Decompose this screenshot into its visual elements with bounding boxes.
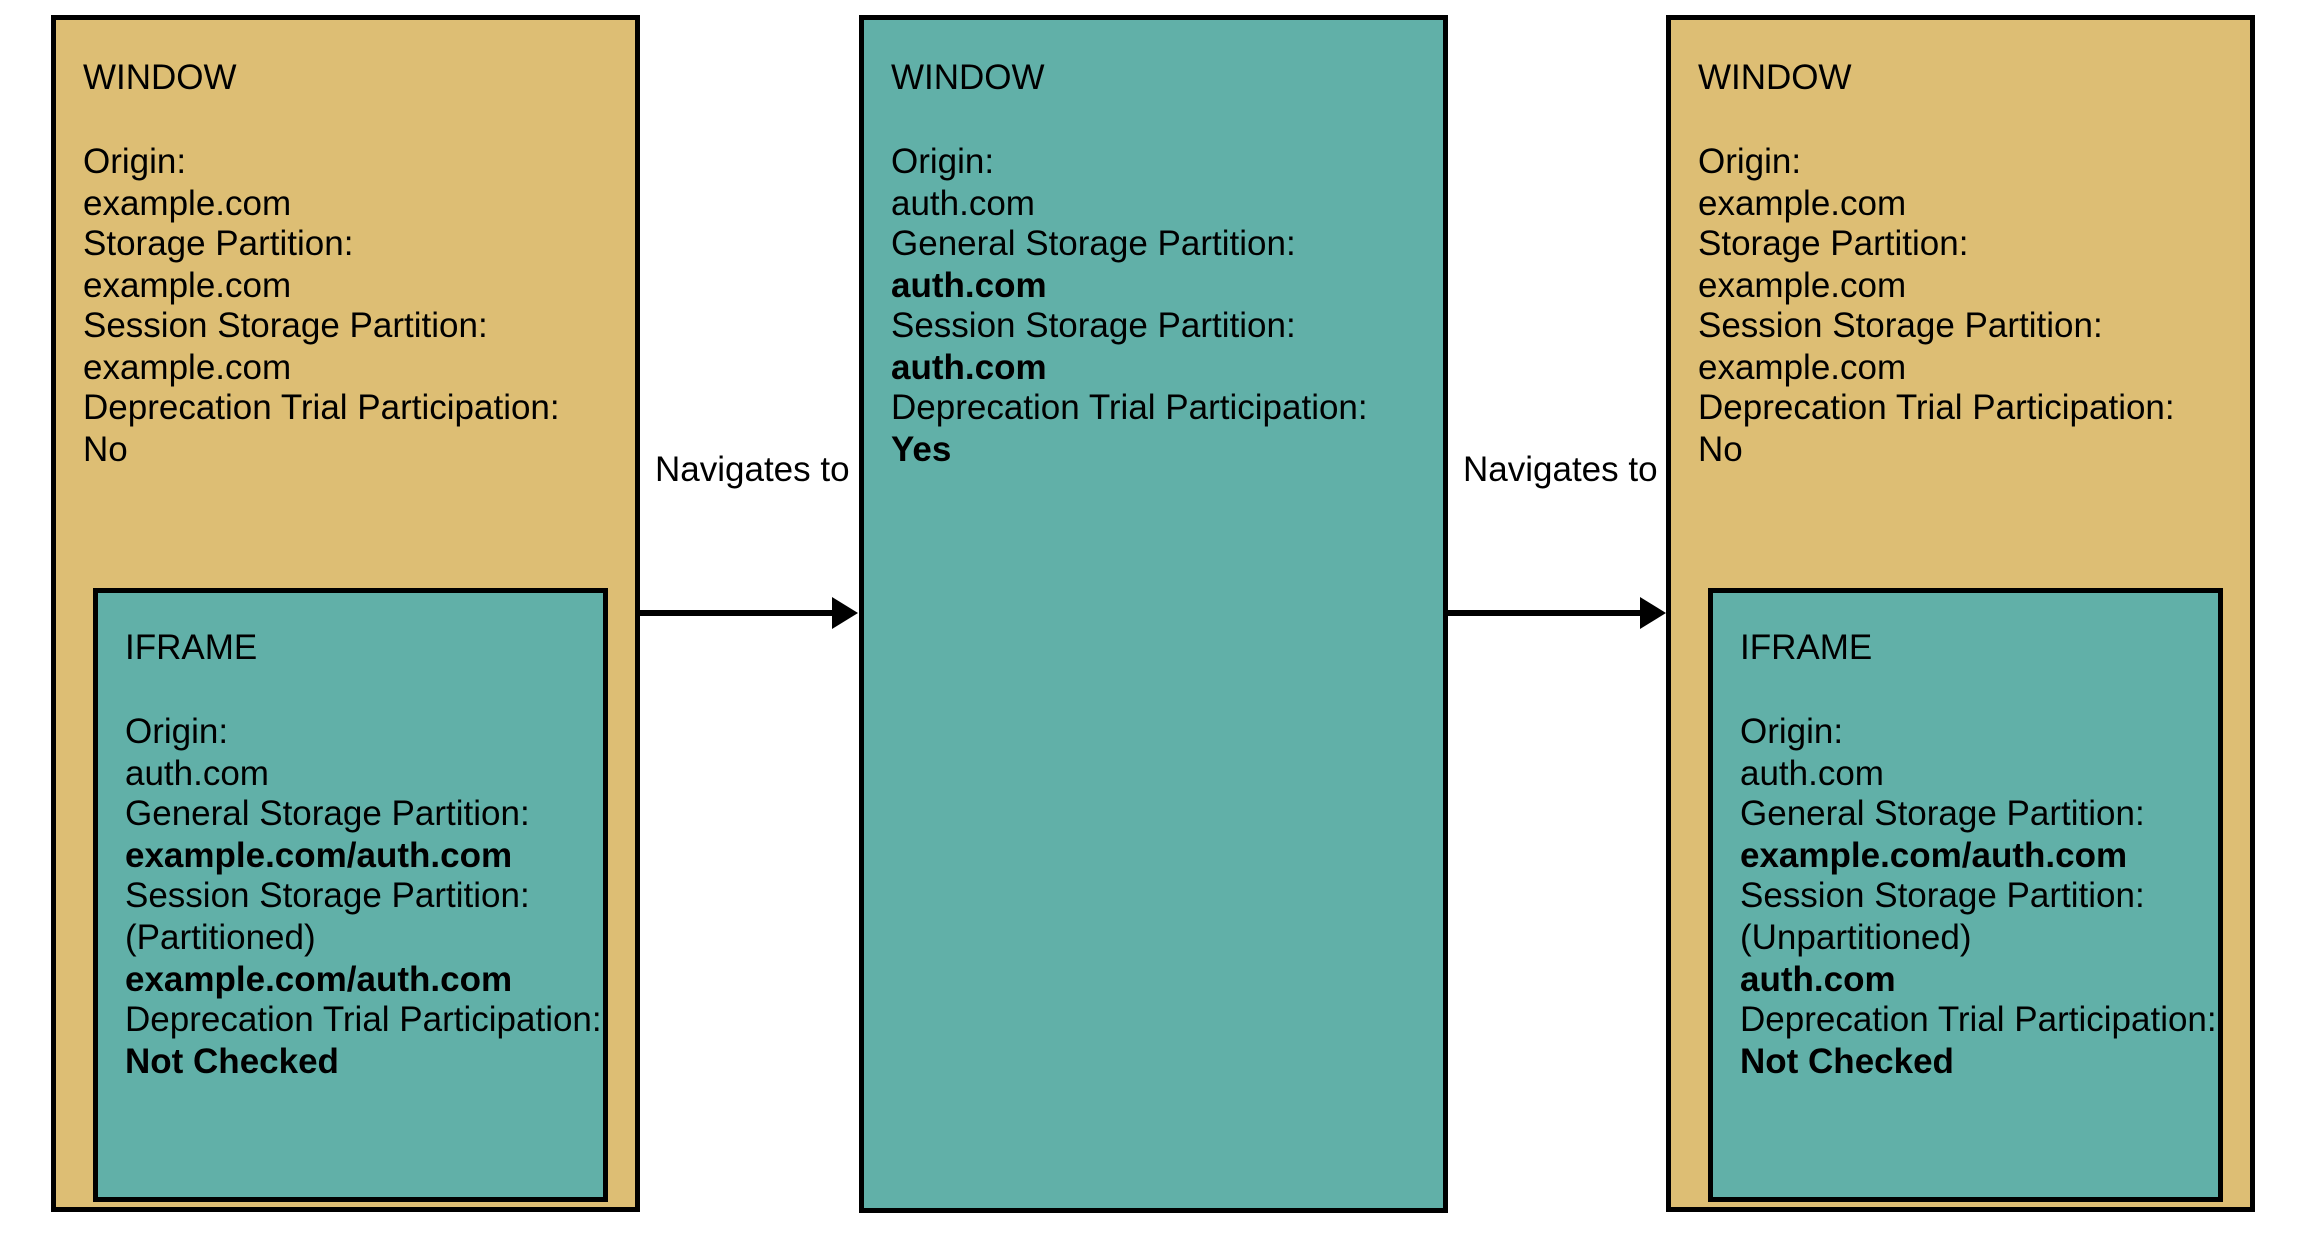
- panel-1-field-deprecation-trial: Deprecation Trial Participation: No: [83, 387, 560, 471]
- panel-1-window-heading: WINDOW: [83, 58, 237, 97]
- arrow-1-head-icon: [832, 597, 858, 629]
- arrow-1-line: [640, 610, 836, 616]
- panel-3-iframe-field-general-storage-partition: General Storage Partition: example.com/a…: [1740, 793, 2145, 877]
- panel-1-field-session-storage-partition: Session Storage Partition: example.com: [83, 305, 488, 389]
- panel-1-field-session-storage-partition-value: example.com: [83, 348, 292, 387]
- panel-2-field-origin-value: auth.com: [891, 184, 1035, 223]
- panel-3-iframe-field-deprecation-trial-label: Deprecation Trial Participation:: [1740, 1000, 2217, 1039]
- panel-3-field-session-storage-partition-label: Session Storage Partition:: [1698, 306, 2103, 345]
- panel-1-iframe-field-session-storage-partition-sublabel: (Partitioned): [125, 918, 316, 957]
- panel-3-window-heading: WINDOW: [1698, 58, 1852, 97]
- window-panel-1: WINDOW Origin: example.com Storage Parti…: [51, 15, 640, 1212]
- panel-1-iframe-field-session-storage-partition-label: Session Storage Partition:: [125, 876, 530, 915]
- panel-2-field-general-storage-partition-label: General Storage Partition:: [891, 224, 1296, 263]
- panel-1-field-deprecation-trial-label: Deprecation Trial Participation:: [83, 388, 560, 427]
- panel-1-iframe-field-origin-value: auth.com: [125, 754, 269, 793]
- panel-1-field-storage-partition: Storage Partition: example.com: [83, 223, 353, 307]
- arrow-2-head-icon: [1640, 597, 1666, 629]
- panel-1-iframe-field-general-storage-partition: General Storage Partition: example.com/a…: [125, 793, 530, 877]
- iframe-box-panel-1: IFRAME Origin: auth.com General Storage …: [93, 588, 608, 1202]
- panel-3-iframe-field-general-storage-partition-label: General Storage Partition:: [1740, 794, 2145, 833]
- panel-1-iframe-field-deprecation-trial-label: Deprecation Trial Participation:: [125, 1000, 602, 1039]
- panel-3-iframe-field-session-storage-partition: Session Storage Partition: (Unpartitione…: [1740, 875, 2145, 1001]
- iframe-box-panel-3: IFRAME Origin: auth.com General Storage …: [1708, 588, 2223, 1202]
- arrow-1-label: Navigates to: [655, 450, 850, 489]
- panel-1-iframe-field-deprecation-trial: Deprecation Trial Participation: Not Che…: [125, 999, 602, 1083]
- panel-1-iframe-field-origin: Origin: auth.com: [125, 711, 269, 795]
- panel-3-field-session-storage-partition-value: example.com: [1698, 348, 1907, 387]
- panel-3-field-deprecation-trial: Deprecation Trial Participation: No: [1698, 387, 2175, 471]
- panel-2-field-origin-label: Origin:: [891, 142, 995, 181]
- panel-1-iframe-heading: IFRAME: [125, 628, 258, 667]
- panel-1-field-storage-partition-value: example.com: [83, 266, 292, 305]
- panel-1-field-origin-label: Origin:: [83, 142, 187, 181]
- panel-2-field-session-storage-partition: Session Storage Partition: auth.com: [891, 305, 1296, 389]
- panel-2-field-deprecation-trial-label: Deprecation Trial Participation:: [891, 388, 1368, 427]
- panel-2-field-session-storage-partition-value: auth.com: [891, 348, 1047, 387]
- panel-3-iframe-field-deprecation-trial: Deprecation Trial Participation: Not Che…: [1740, 999, 2217, 1083]
- panel-1-field-origin: Origin: example.com: [83, 141, 291, 225]
- panel-3-field-origin: Origin: example.com: [1698, 141, 1906, 225]
- panel-3-field-storage-partition-value: example.com: [1698, 266, 1907, 305]
- panel-3-iframe-field-origin-label: Origin:: [1740, 712, 1844, 751]
- panel-3-field-deprecation-trial-label: Deprecation Trial Participation:: [1698, 388, 2175, 427]
- arrow-2-line: [1448, 610, 1644, 616]
- panel-3-field-deprecation-trial-value: No: [1698, 430, 1743, 469]
- panel-3-field-session-storage-partition: Session Storage Partition: example.com: [1698, 305, 2103, 389]
- panel-1-field-deprecation-trial-value: No: [83, 430, 128, 469]
- panel-3-field-storage-partition-label: Storage Partition:: [1698, 224, 1969, 263]
- panel-2-field-session-storage-partition-label: Session Storage Partition:: [891, 306, 1296, 345]
- panel-2-field-general-storage-partition: General Storage Partition: auth.com: [891, 223, 1296, 307]
- panel-2-field-general-storage-partition-value: auth.com: [891, 266, 1047, 305]
- panel-3-iframe-heading: IFRAME: [1740, 628, 1873, 667]
- panel-3-field-storage-partition: Storage Partition: example.com: [1698, 223, 1968, 307]
- panel-3-field-origin-value: example.com: [1698, 184, 1907, 223]
- panel-3-field-origin-label: Origin:: [1698, 142, 1802, 181]
- panel-2-field-origin: Origin: auth.com: [891, 141, 1035, 225]
- panel-3-iframe-field-origin: Origin: auth.com: [1740, 711, 1884, 795]
- panel-1-field-storage-partition-label: Storage Partition:: [83, 224, 354, 263]
- arrow-2-label: Navigates to: [1463, 450, 1658, 489]
- panel-3-iframe-field-session-storage-partition-label: Session Storage Partition:: [1740, 876, 2145, 915]
- panel-3-iframe-field-deprecation-trial-value: Not Checked: [1740, 1042, 1954, 1081]
- panel-1-iframe-field-origin-label: Origin:: [125, 712, 229, 751]
- panel-1-iframe-field-session-storage-partition-value: example.com/auth.com: [125, 960, 513, 999]
- panel-1-iframe-field-general-storage-partition-value: example.com/auth.com: [125, 836, 513, 875]
- panel-3-iframe-field-session-storage-partition-sublabel: (Unpartitioned): [1740, 918, 1972, 957]
- panel-1-iframe-field-general-storage-partition-label: General Storage Partition:: [125, 794, 530, 833]
- panel-2-window-heading: WINDOW: [891, 58, 1045, 97]
- panel-2-field-deprecation-trial: Deprecation Trial Participation: Yes: [891, 387, 1368, 471]
- panel-3-iframe-field-origin-value: auth.com: [1740, 754, 1884, 793]
- window-panel-2: WINDOW Origin: auth.com General Storage …: [859, 15, 1448, 1213]
- panel-1-iframe-field-deprecation-trial-value: Not Checked: [125, 1042, 339, 1081]
- panel-1-iframe-field-session-storage-partition: Session Storage Partition: (Partitioned)…: [125, 875, 530, 1001]
- window-panel-3: WINDOW Origin: example.com Storage Parti…: [1666, 15, 2255, 1212]
- panel-3-iframe-field-session-storage-partition-value: auth.com: [1740, 960, 1896, 999]
- panel-2-field-deprecation-trial-value: Yes: [891, 430, 952, 469]
- panel-1-field-origin-value: example.com: [83, 184, 292, 223]
- panel-3-iframe-field-general-storage-partition-value: example.com/auth.com: [1740, 836, 2128, 875]
- panel-1-field-session-storage-partition-label: Session Storage Partition:: [83, 306, 488, 345]
